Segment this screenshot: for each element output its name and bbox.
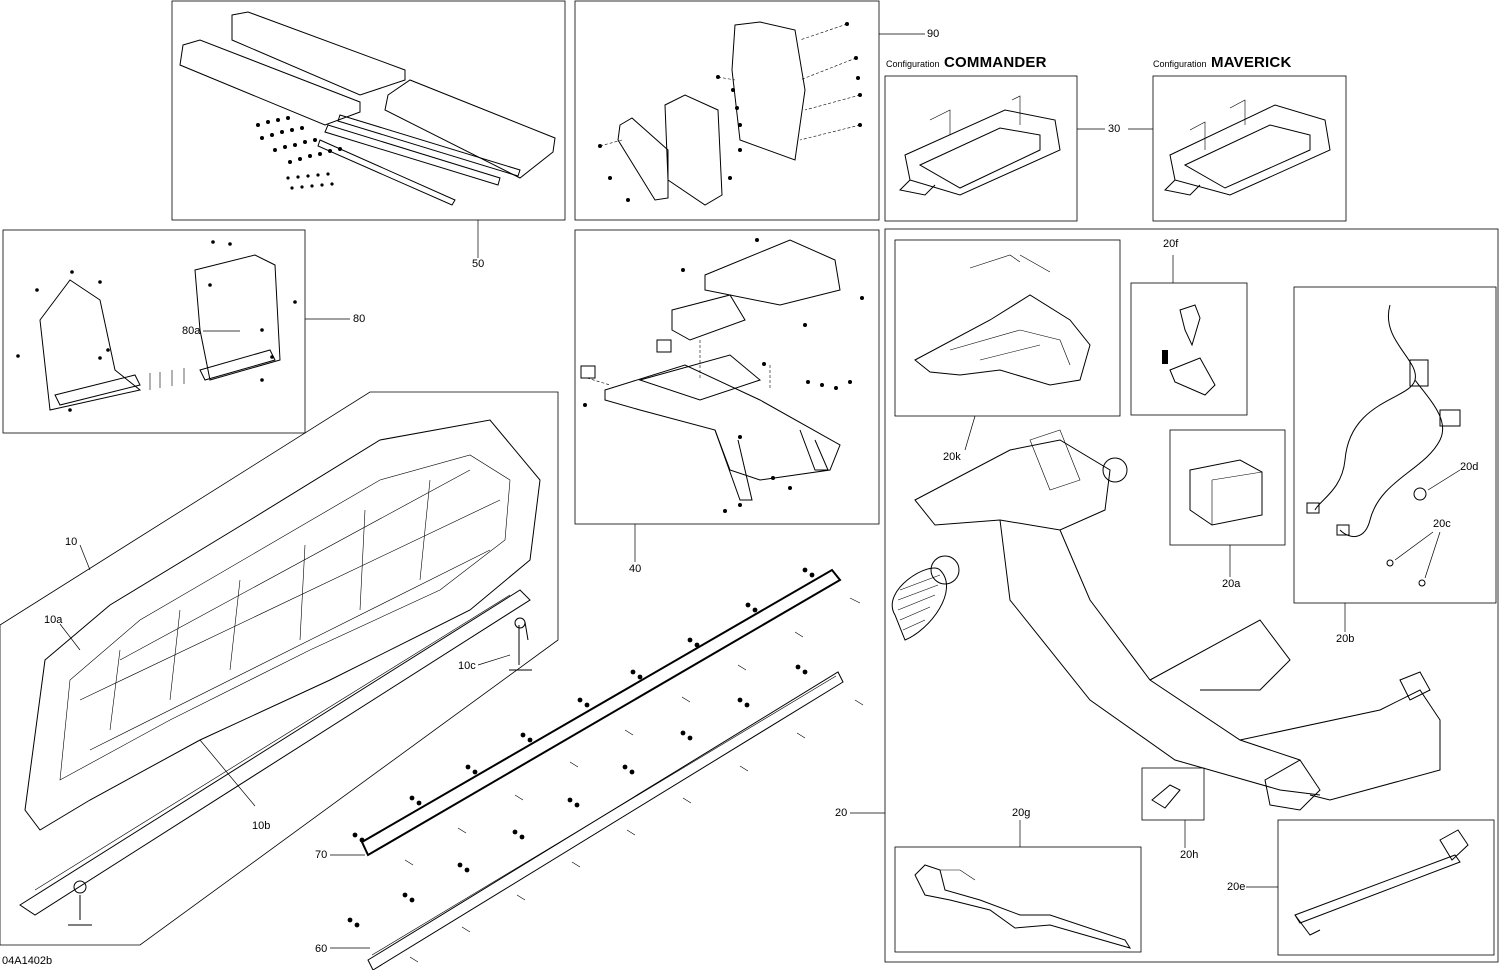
panel-80-brackets — [2, 229, 350, 434]
callout-10b: 10b — [252, 820, 271, 832]
callout-20k: 20k — [943, 451, 961, 463]
callout-20h: 20h — [1180, 849, 1199, 861]
callout-20: 20 — [835, 807, 848, 819]
callout-20d: 20d — [1460, 461, 1479, 473]
panel-30-maverick — [1152, 75, 1347, 222]
callout-10: 10 — [65, 536, 78, 548]
panel-20-main-frame — [850, 228, 1499, 963]
callout-60: 60 — [315, 943, 328, 955]
panel-60-70-running-boards — [330, 567, 864, 970]
config-maverick-heading: Configuration MAVERICK — [1153, 54, 1292, 72]
callout-20a: 20a — [1222, 578, 1241, 590]
panel-30-commander — [884, 75, 1078, 222]
panel-40-rear-frame — [574, 229, 880, 562]
callout-10a: 10a — [44, 614, 63, 626]
callout-80a: 80a — [182, 325, 201, 337]
callout-40: 40 — [629, 563, 642, 575]
callout-90: 90 — [927, 28, 940, 40]
callout-50: 50 — [472, 258, 485, 270]
panel-90-side-guards — [574, 0, 925, 221]
config-commander-name: COMMANDER — [944, 54, 1047, 71]
config-commander-heading: Configuration COMMANDER — [886, 54, 1047, 72]
config-maverick-name: MAVERICK — [1211, 54, 1292, 71]
callout-10c: 10c — [458, 660, 476, 672]
config-commander-prefix: Configuration — [886, 59, 940, 69]
callout-20f: 20f — [1163, 238, 1179, 250]
callout-20g: 20g — [1012, 807, 1031, 819]
panel-10-hull — [0, 391, 559, 946]
callout-20b: 20b — [1336, 633, 1355, 645]
panel-50-skid-plates — [171, 0, 566, 258]
diagram-code: 04A1402b — [2, 955, 53, 967]
callout-70: 70 — [315, 849, 328, 861]
config-maverick-prefix: Configuration — [1153, 59, 1207, 69]
callout-80: 80 — [353, 313, 366, 325]
callout-20e: 20e — [1227, 881, 1246, 893]
callout-30: 30 — [1108, 123, 1121, 135]
callout-20c: 20c — [1433, 518, 1451, 530]
